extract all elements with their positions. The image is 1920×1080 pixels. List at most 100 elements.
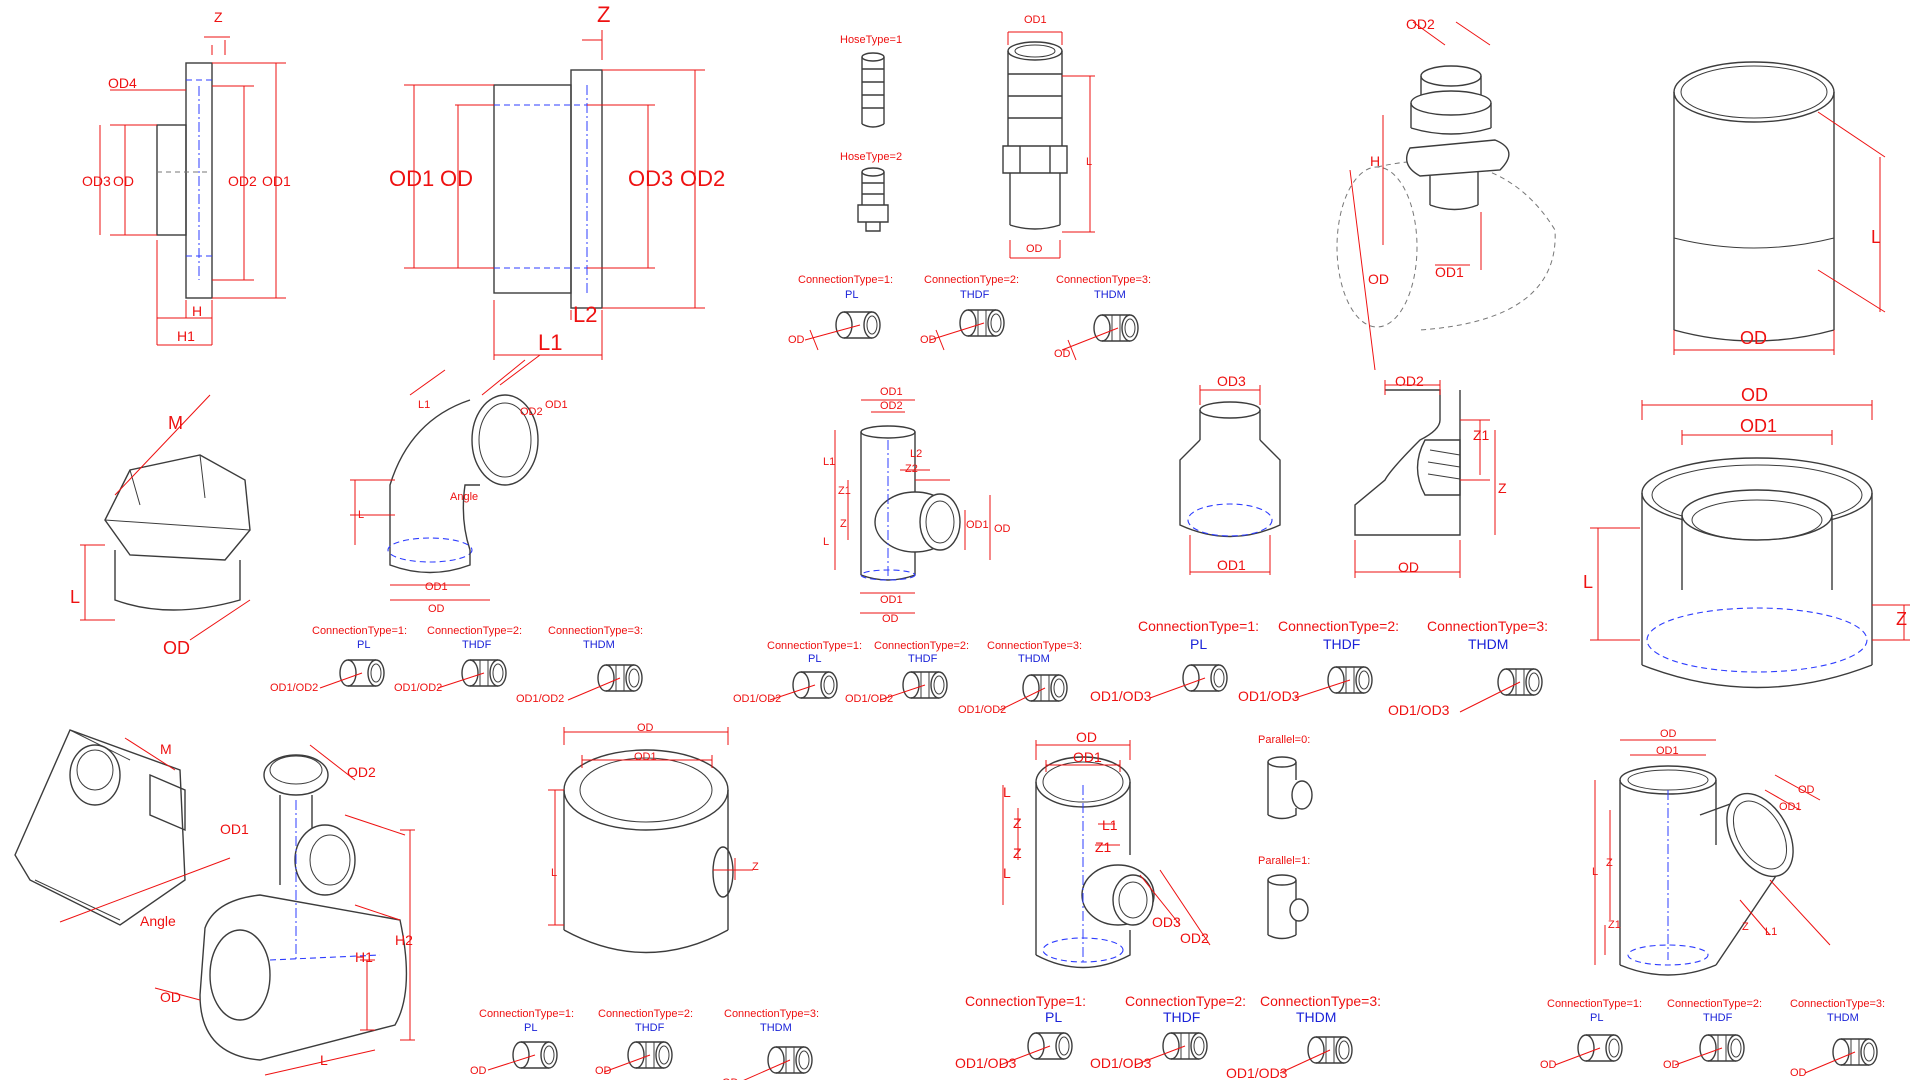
dim-label-z-tee: Z — [840, 518, 847, 530]
hose-type-2-drawing — [857, 167, 889, 232]
dim-label-od: OD — [113, 173, 134, 189]
dim-label-l-saddle-tee: L — [320, 1052, 328, 1068]
dim-label-l1: L1 — [538, 330, 562, 355]
dim-label-od1-tee-bottom: OD1 — [880, 594, 903, 606]
dim-label-od-lateral: OD — [1660, 728, 1677, 740]
ct2-label-e: ConnectionType=2: — [598, 1008, 693, 1020]
thdm-label-f: THDM — [1296, 1009, 1336, 1025]
dim-label-l-lateral: L — [1592, 866, 1598, 878]
dim-label-z-lateral: Z — [1606, 857, 1613, 869]
pl-label-f: PL — [1045, 1009, 1062, 1025]
ct3-label-e: ConnectionType=3: — [724, 1008, 819, 1020]
ct3-label-c: ConnectionType=3: — [987, 640, 1082, 652]
dim-label-h: H — [192, 303, 202, 319]
pl-label-c: PL — [808, 653, 821, 665]
dim-label-angle-valve: Angle — [140, 913, 176, 929]
double-socket-drawing — [1590, 400, 1910, 689]
thdf-label-b: THDF — [462, 639, 492, 651]
dim-label-angle-elbow: Angle — [450, 491, 478, 503]
thdm-label-c: THDM — [1018, 653, 1050, 665]
thdf-label-f: THDF — [1163, 1009, 1200, 1025]
hose-nipple-drawing — [1002, 31, 1095, 259]
dim-label-l-tee: L — [823, 536, 829, 548]
dim-label-od-e3: OD — [722, 1077, 739, 1080]
dim-label-od-g2: OD — [1663, 1059, 1680, 1071]
dim-label-l2: L2 — [573, 302, 597, 327]
dim-label-od-section: OD — [1398, 559, 1419, 575]
dim-label-od-rtee: OD — [1076, 729, 1097, 745]
dim-label-z: Z — [214, 9, 223, 25]
dim-label-l1-tee: L1 — [823, 456, 835, 468]
thdf-label-e: THDF — [635, 1022, 665, 1034]
dim-label-od-lateral-branch: OD — [1798, 784, 1815, 796]
dim-label-od1-hose: OD1 — [1024, 14, 1047, 26]
parallel-0-tee-drawing — [1267, 756, 1313, 820]
dim-label-z-rtee-1: Z — [1013, 815, 1022, 831]
thdm-connection-icon — [1093, 314, 1139, 342]
thdm-label-e: THDM — [760, 1022, 792, 1034]
dim-label-l-cyl: L — [1871, 227, 1881, 247]
dim-label-z-2: Z — [597, 2, 610, 27]
dim-label-od-ct-a2: OD — [920, 334, 937, 346]
thdm-label-d: THDM — [1468, 636, 1508, 652]
dim-label-od1-double: OD1 — [1740, 416, 1777, 436]
flange-drawing-large — [404, 30, 705, 360]
dim-label-od1-od3-d2: OD1/OD3 — [1238, 688, 1300, 704]
lateral-tee-drawing — [1594, 739, 1831, 976]
ct1-label-d: ConnectionType=1: — [1138, 618, 1259, 634]
parallel-1-label: Parallel=1: — [1258, 855, 1310, 867]
dim-label-od1-bush: OD1 — [1217, 557, 1246, 573]
dim-label-od3-rtee: OD3 — [1152, 914, 1181, 930]
dim-label-od2-elbow: OD2 — [520, 406, 543, 418]
dim-label-od-ct-a1: OD — [788, 334, 805, 346]
dim-label-z-double: Z — [1896, 609, 1907, 629]
dim-label-od-side-socket: OD — [637, 722, 654, 734]
dim-label-od1-od3-d3: OD1/OD3 — [1388, 702, 1450, 718]
dim-label-z1-tee: Z1 — [838, 485, 851, 497]
dim-label-od3: OD3 — [82, 173, 111, 189]
dim-label-od-g3: OD — [1790, 1067, 1807, 1079]
dim-label-od3-2: OD3 — [628, 166, 673, 191]
dim-label-od1-od3-f1: OD1/OD3 — [955, 1055, 1017, 1071]
dim-label-z1-section: Z1 — [1473, 427, 1490, 443]
dim-label-od-e1: OD — [470, 1065, 487, 1077]
dim-label-l2-tee: L2 — [910, 448, 922, 460]
dim-label-l-side-socket: L — [551, 867, 557, 879]
dim-label-od2-tee: OD2 — [880, 400, 903, 412]
hose-type-2-label: HoseType=2 — [840, 151, 902, 163]
dim-label-od1-od2-b3: OD1/OD2 — [516, 693, 564, 705]
ct2-label-d: ConnectionType=2: — [1278, 618, 1399, 634]
thdm-label-b: THDM — [583, 639, 615, 651]
dim-label-od-2: OD — [440, 166, 473, 191]
hex-plug-drawing — [80, 394, 251, 641]
ct1-label-e: ConnectionType=1: — [479, 1008, 574, 1020]
dim-label-l-rtee-2: L — [1003, 865, 1011, 881]
tee-drawing-center — [834, 399, 991, 614]
dim-label-od-saddle-tee: OD — [160, 989, 181, 1005]
dim-label-od1-od3-f3: OD1/OD3 — [1226, 1065, 1288, 1080]
dim-label-od1-tee-side: OD1 — [966, 519, 989, 531]
dim-label-od1-od2-c1: OD1/OD2 — [733, 693, 781, 705]
dim-label-m-valve: M — [160, 741, 172, 757]
pl-label-d: PL — [1190, 636, 1207, 652]
thdm-label-a: THDM — [1094, 289, 1126, 301]
dim-label-od2-saddle: OD2 — [1406, 16, 1435, 32]
pl-connection-icon — [835, 311, 881, 339]
parallel-0-label: Parallel=0: — [1258, 734, 1310, 746]
hose-type-1-label: HoseType=1 — [840, 34, 902, 46]
ct3-label-b: ConnectionType=3: — [548, 625, 643, 637]
elbow-drawing — [350, 354, 541, 601]
dim-label-od-tee-side: OD — [994, 523, 1011, 535]
ct1-label-f: ConnectionType=1: — [965, 993, 1086, 1009]
dim-label-od-e2: OD — [595, 1065, 612, 1077]
dim-label-od1-tee: OD1 — [880, 386, 903, 398]
dim-label-od-ct-a3: OD — [1054, 348, 1071, 360]
thdf-label-c: THDF — [908, 653, 938, 665]
thdf-label-d: THDF — [1323, 636, 1360, 652]
dim-label-od2-rtee: OD2 — [1180, 930, 1209, 946]
dim-label-m-plug: M — [168, 413, 183, 433]
side-port-socket-drawing — [548, 727, 753, 954]
dim-label-od1-side-socket: OD1 — [634, 751, 657, 763]
dim-label-od2-2: OD2 — [680, 166, 725, 191]
dim-label-z-rtee-2: Z — [1013, 845, 1022, 861]
